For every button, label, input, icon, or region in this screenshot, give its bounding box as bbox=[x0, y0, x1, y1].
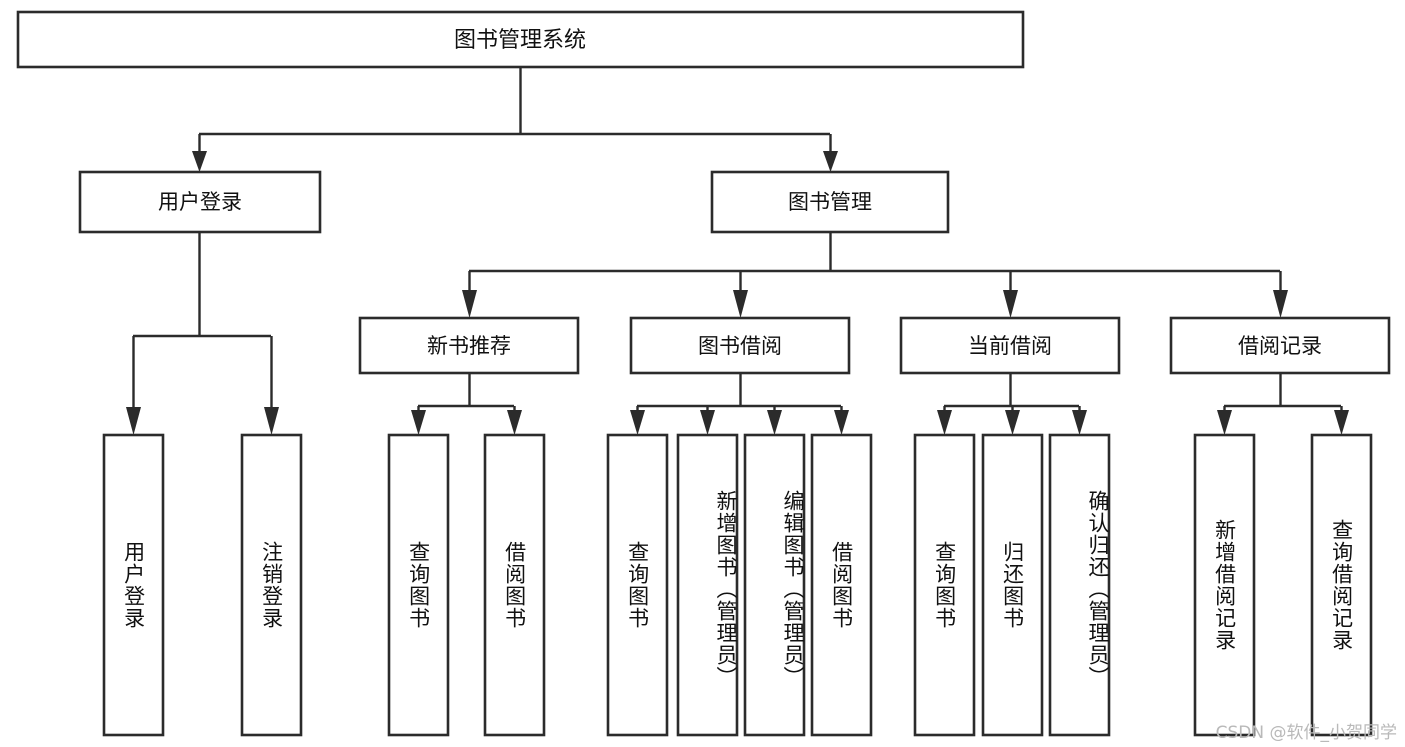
leaf-box-newbook-borrow-book[interactable] bbox=[483, 433, 546, 737]
leaf-box-borrow-edit-book[interactable] bbox=[743, 433, 806, 737]
node-user-login[interactable]: 用户登录 bbox=[78, 170, 322, 234]
connector-layer bbox=[126, 67, 1349, 435]
node-book-management[interactable]: 图书管理 bbox=[710, 170, 950, 234]
arrowhead-book-mgmt bbox=[823, 151, 838, 172]
arrowhead-borrow-query bbox=[630, 410, 645, 435]
arrowhead-newbook-query bbox=[411, 410, 426, 435]
root-box[interactable] bbox=[16, 10, 1025, 69]
arrowhead-record bbox=[1273, 290, 1288, 318]
arrowhead-current-confirm bbox=[1072, 410, 1087, 435]
root-label: 图书管理系统 bbox=[454, 28, 586, 53]
current-borrow-box[interactable] bbox=[899, 316, 1121, 375]
node-book-borrow[interactable]: 图书借阅 bbox=[629, 316, 851, 375]
arrowhead-current bbox=[1003, 290, 1018, 318]
leaf-box-current-query-book[interactable] bbox=[913, 433, 976, 737]
arrowhead-record-query bbox=[1334, 410, 1349, 435]
node-borrow-record[interactable]: 借阅记录 bbox=[1169, 316, 1391, 375]
leaf-box-record-add[interactable] bbox=[1193, 433, 1256, 737]
arrowhead-newbook-borrow bbox=[507, 410, 522, 435]
arrowhead-current-return bbox=[1005, 410, 1020, 435]
book-borrow-box[interactable] bbox=[629, 316, 851, 375]
leaf-box-user-login[interactable] bbox=[102, 433, 165, 737]
leaf-box-borrow-borrow-book[interactable] bbox=[810, 433, 873, 737]
arrowhead-leaf-logout bbox=[264, 407, 279, 435]
user-login-label: 用户登录 bbox=[158, 190, 242, 214]
leaf-layer bbox=[102, 433, 1373, 737]
arrowhead-leaf-user-login bbox=[126, 407, 141, 435]
borrow-record-box[interactable] bbox=[1169, 316, 1391, 375]
node-current-borrow[interactable]: 当前借阅 bbox=[899, 316, 1121, 375]
watermark-text: CSDN @软件_小贺同学 bbox=[1215, 723, 1397, 743]
current-borrow-label: 当前借阅 bbox=[968, 334, 1052, 358]
book-management-box[interactable] bbox=[710, 170, 950, 234]
arrowhead-current-query bbox=[937, 410, 952, 435]
arrowhead-user-login bbox=[192, 151, 207, 172]
leaf-box-newbook-query-book[interactable] bbox=[387, 433, 450, 737]
user-login-box[interactable] bbox=[78, 170, 322, 234]
node-root[interactable]: 图书管理系统 bbox=[16, 10, 1025, 69]
node-new-book-recommend[interactable]: 新书推荐 bbox=[358, 316, 580, 375]
arrowhead-borrow-borrow bbox=[834, 410, 849, 435]
leaf-box-current-confirm-return[interactable] bbox=[1048, 433, 1111, 737]
arrowhead-borrow-add bbox=[700, 410, 715, 435]
arrowhead-borrow bbox=[733, 290, 748, 318]
arrowhead-newbook bbox=[462, 290, 477, 318]
arrowhead-record-add bbox=[1217, 410, 1232, 435]
book-borrow-label: 图书借阅 bbox=[698, 334, 782, 358]
new-book-recommend-box[interactable] bbox=[358, 316, 580, 375]
borrow-record-label: 借阅记录 bbox=[1238, 334, 1322, 358]
book-management-label: 图书管理 bbox=[788, 190, 872, 214]
leaf-box-borrow-query-book[interactable] bbox=[606, 433, 669, 737]
leaf-box-record-query[interactable] bbox=[1310, 433, 1373, 737]
arrowhead-borrow-edit bbox=[767, 410, 782, 435]
leaf-box-current-return-book[interactable] bbox=[981, 433, 1044, 737]
leaf-box-logout[interactable] bbox=[240, 433, 303, 737]
new-book-recommend-label: 新书推荐 bbox=[427, 334, 511, 358]
leaf-box-borrow-add-book[interactable] bbox=[676, 433, 739, 737]
